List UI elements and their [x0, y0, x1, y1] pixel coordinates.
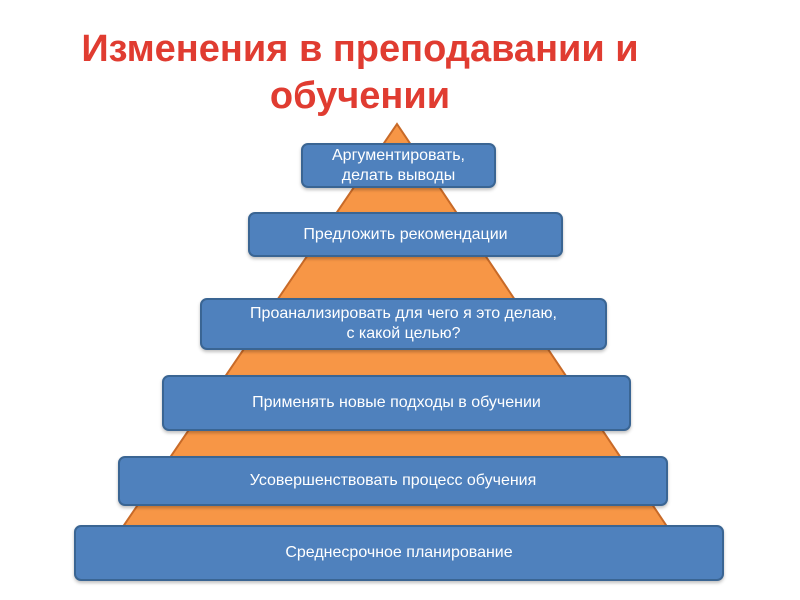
slide-title: Изменения в преподавании и обучении [0, 26, 720, 120]
slide-title-line-2: обучении [269, 75, 451, 117]
pyramid-level-label: Предложить рекомендации [303, 225, 508, 243]
pyramid-level-argue: Аргументировать, делать выводы [301, 143, 496, 188]
pyramid-level-label: Проанализировать для чего я это делаю, с… [250, 305, 557, 342]
pyramid-level-apply: Применять новые подходы в обучении [162, 375, 631, 431]
pyramid-level-recommend: Предложить рекомендации [248, 212, 563, 257]
pyramid-level-label: Среднесрочное планирование [285, 544, 513, 561]
pyramid-level-analyze: Проанализировать для чего я это делаю, с… [200, 298, 607, 350]
slide-title-line-1: Изменения в преподавании и [81, 28, 639, 70]
pyramid-level-planning: Среднесрочное планирование [74, 525, 724, 581]
pyramid-level-improve: Усовершенствовать процесс обучения [118, 456, 668, 506]
pyramid-level-label: Усовершенствовать процесс обучения [249, 472, 537, 489]
pyramid-level-label: Аргументировать, делать выводы [332, 146, 465, 184]
pyramid-level-label: Применять новые подходы в обучении [252, 394, 541, 411]
